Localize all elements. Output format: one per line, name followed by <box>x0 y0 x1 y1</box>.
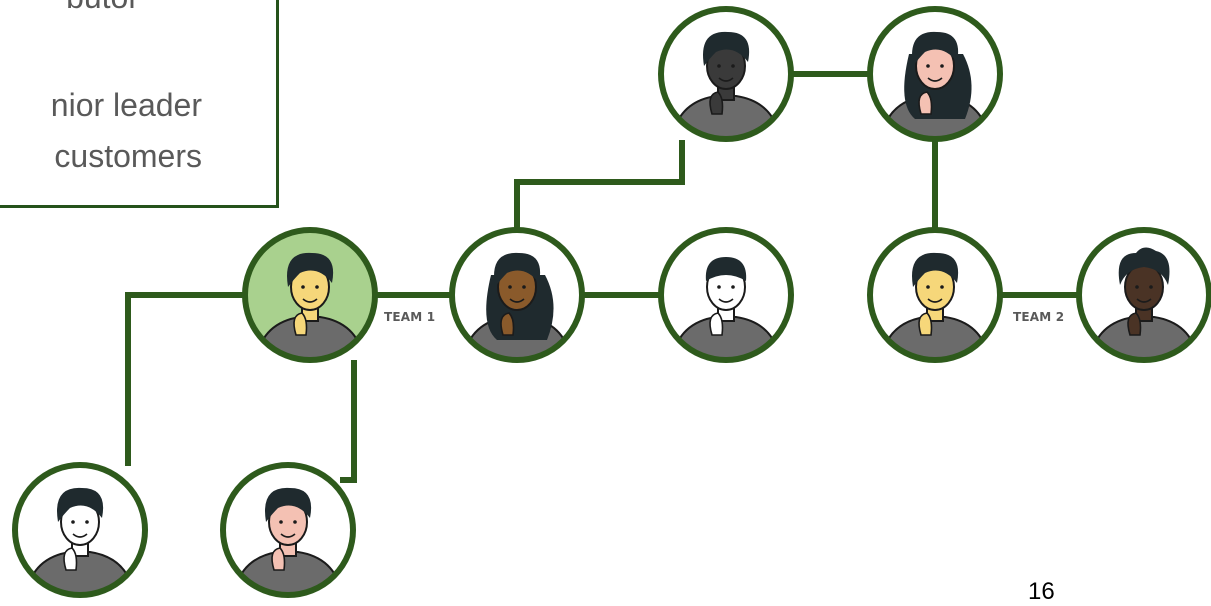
connectors <box>125 71 1079 483</box>
connector-line-1 <box>125 292 245 466</box>
person-bottom-left-ring <box>12 462 148 598</box>
person-team2-member-node <box>1076 227 1211 363</box>
team-2-label: TEAM 2 <box>1013 310 1065 324</box>
person-nodes <box>12 6 1211 598</box>
person-team1-lead-node <box>449 227 585 363</box>
person-bottom-right-node <box>220 462 356 598</box>
text-box: butor nior leader customers <box>0 0 279 208</box>
person-top-a-node <box>658 6 794 142</box>
text-line-3: customers <box>54 138 202 174</box>
team-1-label: TEAM 1 <box>384 310 436 324</box>
text-line-1: butor <box>66 0 139 15</box>
person-team1-lead-ring <box>449 227 585 363</box>
page-number: 16 <box>1028 578 1055 605</box>
person-bottom-left-node <box>12 462 148 598</box>
person-top-b-node <box>867 6 1003 142</box>
text-line-2: nior leader <box>50 87 202 123</box>
person-team1-member-ring <box>658 227 794 363</box>
connector-line-2 <box>340 360 357 483</box>
connector-line-5 <box>514 140 685 230</box>
person-top-b-ring <box>867 6 1003 142</box>
person-team1-member-node <box>658 227 794 363</box>
person-team2-lead-ring <box>867 227 1003 363</box>
person-you-ring <box>242 227 378 363</box>
person-top-a-ring <box>658 6 794 142</box>
person-bottom-right-ring <box>220 462 356 598</box>
person-team2-lead-node <box>867 227 1003 363</box>
person-you-node <box>242 227 378 363</box>
person-team2-member-ring <box>1076 227 1211 363</box>
